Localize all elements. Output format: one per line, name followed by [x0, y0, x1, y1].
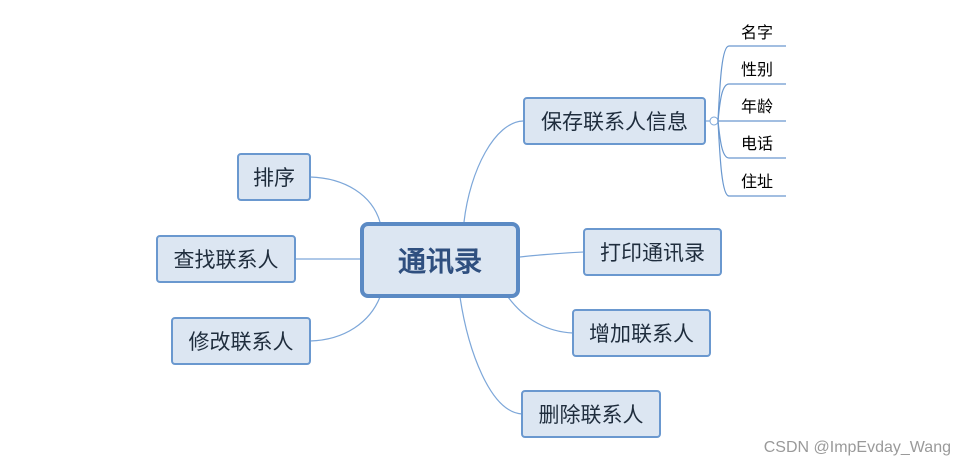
- connector-field-address: [717, 120, 786, 197]
- field-name[interactable]: 名字: [740, 23, 773, 42]
- branch-modify-contact[interactable]: 修改联系人: [171, 317, 311, 365]
- connector-modify-contact: [309, 296, 381, 342]
- branch-save-contact[interactable]: 保存联系人信息: [523, 97, 706, 145]
- connector-delete-contact: [459, 296, 523, 415]
- watermark: CSDN @ImpEvday_Wang: [763, 439, 951, 456]
- branch-sort[interactable]: 排序: [237, 153, 311, 201]
- connector-field-name: [717, 45, 786, 122]
- connector-add-contact: [507, 296, 574, 334]
- field-phone[interactable]: 电话: [740, 134, 773, 153]
- connector-sort: [309, 176, 381, 223]
- collapse-toggle-icon[interactable]: [709, 116, 719, 126]
- connector-field-gender: [717, 83, 786, 122]
- field-age[interactable]: 年龄: [740, 97, 773, 116]
- root-node[interactable]: 通讯录: [360, 222, 520, 298]
- branch-print-contacts[interactable]: 打印通讯录: [583, 228, 722, 276]
- field-gender[interactable]: 性别: [740, 60, 773, 79]
- connector-print-contacts: [519, 251, 585, 258]
- branch-add-contact[interactable]: 增加联系人: [572, 309, 711, 357]
- connector-save-contact: [463, 120, 524, 223]
- branch-find-contact[interactable]: 查找联系人: [156, 235, 296, 283]
- branch-delete-contact[interactable]: 删除联系人: [521, 390, 661, 438]
- field-address[interactable]: 住址: [740, 172, 773, 191]
